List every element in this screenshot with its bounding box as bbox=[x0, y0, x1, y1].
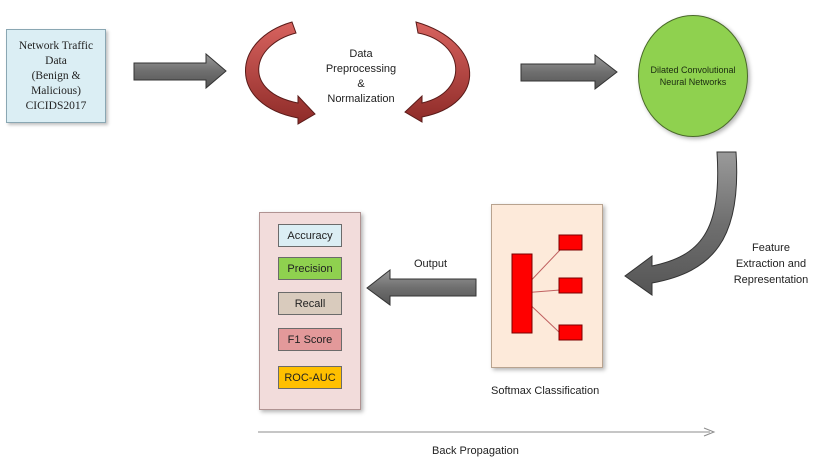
softmax-output-node-3 bbox=[558, 324, 583, 341]
source-line-1: Network Traffic Data bbox=[18, 39, 94, 67]
metric-roc-auc: ROC-AUC bbox=[278, 366, 342, 389]
metric-f1-score: F1 Score bbox=[278, 328, 342, 351]
metric-accuracy: Accuracy bbox=[278, 224, 342, 247]
arrow-model-to-softmax bbox=[624, 151, 738, 296]
cycle-arrows-icon bbox=[245, 21, 471, 125]
metrics-panel: Accuracy Precision Recall F1 Score ROC-A… bbox=[259, 212, 361, 410]
source-line-3: CICIDS2017 bbox=[25, 99, 87, 112]
output-label: Output bbox=[414, 258, 448, 270]
cycle-arrow-left bbox=[245, 21, 316, 125]
softmax-output-node-2 bbox=[558, 277, 583, 294]
preprocessing-label: Data Preprocessing & Normalization bbox=[322, 47, 400, 107]
arrow-source-to-preprocess bbox=[133, 52, 227, 90]
feature-line-1: Feature bbox=[752, 242, 790, 254]
softmax-network-icon bbox=[511, 234, 583, 341]
preprocessing-line-3: & bbox=[357, 78, 365, 90]
backprop-arrow bbox=[258, 427, 716, 437]
feature-line-3: Representation bbox=[733, 274, 809, 286]
softmax-input-node bbox=[511, 253, 533, 334]
source-data-box: Network Traffic Data (Benign & Malicious… bbox=[6, 29, 106, 123]
source-line-2: (Benign & Malicious) bbox=[31, 69, 81, 97]
backprop-label: Back Propagation bbox=[432, 445, 519, 457]
preprocessing-line-2: Preprocessing bbox=[325, 63, 397, 75]
softmax-label: Softmax Classification bbox=[491, 385, 600, 397]
preprocessing-line-4: Normalization bbox=[327, 93, 395, 105]
preprocessing-line-1: Data bbox=[349, 48, 373, 60]
feature-line-2: Extraction and bbox=[735, 258, 807, 270]
feature-extraction-label: Feature Extraction and Representation bbox=[728, 240, 814, 288]
cycle-arrow-right bbox=[404, 21, 471, 123]
arrow-softmax-to-output bbox=[366, 268, 477, 306]
metric-precision: Precision bbox=[278, 257, 342, 280]
model-label: Dilated Convolutional Neural Networks bbox=[650, 65, 736, 87]
softmax-output-node-1 bbox=[558, 234, 583, 251]
model-node: Dilated Convolutional Neural Networks bbox=[638, 15, 748, 137]
arrow-preprocess-to-model bbox=[520, 53, 618, 91]
metric-recall: Recall bbox=[278, 292, 342, 315]
softmax-panel bbox=[491, 204, 603, 368]
